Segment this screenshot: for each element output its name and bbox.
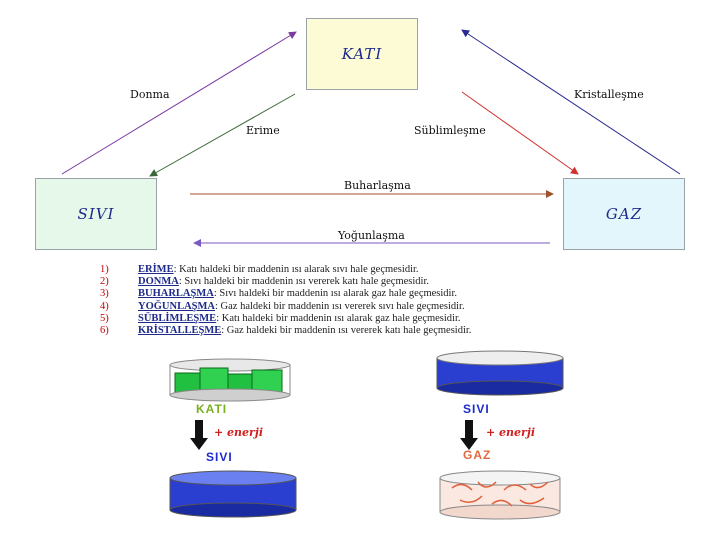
state-label-sivi: SIVI — [77, 205, 115, 223]
illustration-label-kati: KATI — [196, 402, 228, 416]
definition-row: 6)KRİSTALLEŞME : Gaz haldeki bir maddeni… — [100, 325, 472, 337]
beaker-water-top-right — [436, 350, 564, 396]
sublimlesme-arrow — [461, 91, 579, 175]
definition-row: 4)YOĞUNLAŞMA : Gaz haldeki bir maddenin … — [100, 300, 465, 312]
state-box-kati: KATI — [306, 18, 418, 90]
label-sublimlesme: Süblimleşme — [414, 124, 486, 137]
label-buharlasma: Buharlaşma — [344, 179, 411, 192]
state-label-gaz: GAZ — [605, 205, 643, 223]
donma-arrow — [61, 31, 297, 175]
state-label-kati: KATI — [341, 45, 383, 63]
label-kristallesme: Kristalleşme — [574, 88, 644, 101]
definitions-list: 1)ERİME : Katı haldeki bir maddenin ısı … — [100, 264, 471, 337]
definition-row: 1)ERİME : Katı haldeki bir maddenin ısı … — [100, 264, 419, 275]
right-down-arrow — [460, 420, 478, 450]
kristallesme-arrow — [461, 29, 681, 175]
definition-row: 3)BUHARLAŞMA : Sıvı haldeki bir maddenin… — [100, 288, 458, 300]
illustration-label-sivi-right: SIVI — [463, 402, 490, 416]
definition-row: 2)DONMA : Sıvı haldeki bir maddenin ısı … — [100, 276, 430, 288]
illustration-label-sivi-left: SIVI — [206, 450, 233, 464]
label-erime: Erime — [246, 124, 280, 137]
state-box-gaz: GAZ — [563, 178, 685, 250]
erime-arrow — [149, 93, 296, 177]
illustration-energy-left: + enerji — [214, 426, 263, 439]
beaker-ice — [169, 358, 291, 402]
state-box-sivi: SIVI — [35, 178, 157, 250]
beaker-water-bottom-left — [169, 470, 297, 518]
beaker-gas — [439, 470, 561, 520]
label-yogunlasma: Yoğunlaşma — [338, 229, 405, 242]
illustration-label-gaz: GAZ — [463, 448, 492, 462]
definition-row: 5)SÜBLİMLEŞME : Katı haldeki bir maddeni… — [100, 312, 461, 324]
illustration-energy-right: + enerji — [486, 426, 535, 439]
label-donma: Donma — [130, 88, 170, 101]
left-down-arrow — [190, 420, 208, 450]
